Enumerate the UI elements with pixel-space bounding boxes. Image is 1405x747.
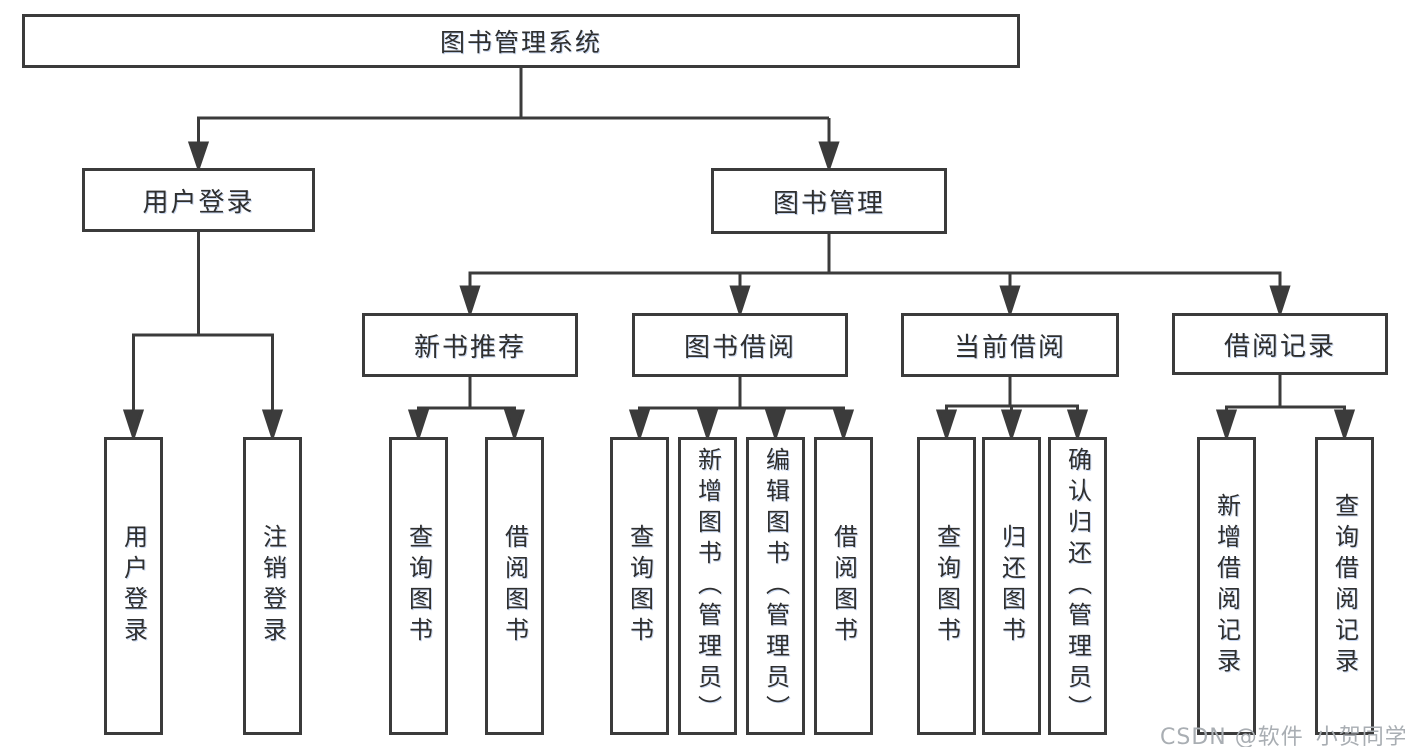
leaf-edit-book-admin-label: 编辑图书（管理员） bbox=[761, 446, 790, 726]
leaf-return-book-label: 归还图书 bbox=[997, 524, 1026, 648]
leaf-query-borrow-record: 查询借阅记录 bbox=[1315, 437, 1374, 735]
leaf-query-books-recommend-label: 查询图书 bbox=[404, 524, 433, 648]
leaf-query-books-borrow: 查询图书 bbox=[610, 437, 669, 735]
leaf-borrow-books-borrow: 借阅图书 bbox=[814, 437, 873, 735]
connector-user-login-branch bbox=[122, 231, 284, 442]
leaf-add-borrow-record: 新增借阅记录 bbox=[1197, 437, 1256, 735]
leaf-logout: 注销登录 bbox=[243, 437, 302, 735]
node-book-borrowing-label: 图书借阅 bbox=[683, 332, 796, 363]
leaf-user-login: 用户登录 bbox=[104, 437, 163, 735]
leaf-confirm-return-admin-label: 确认归还（管理员） bbox=[1063, 446, 1092, 726]
leaf-add-borrow-record-label: 新增借阅记录 bbox=[1212, 493, 1241, 679]
connector-recommend-branch bbox=[407, 376, 526, 442]
node-root-system: 图书管理系统 bbox=[22, 14, 1020, 68]
connector-borrow-branch bbox=[628, 376, 855, 442]
leaf-query-books-recommend: 查询图书 bbox=[389, 437, 448, 735]
leaf-query-books-current: 查询图书 bbox=[917, 437, 976, 735]
connector-root-branch bbox=[187, 67, 840, 173]
connector-current-branch bbox=[935, 376, 1089, 442]
leaf-user-login-label: 用户登录 bbox=[119, 524, 148, 648]
connector-record-branch bbox=[1215, 374, 1356, 442]
connector-book-mgmt-branch bbox=[459, 233, 1291, 318]
leaf-add-book-admin: 新增图书（管理员） bbox=[678, 437, 737, 735]
node-book-management-label: 图书管理 bbox=[772, 188, 885, 219]
leaf-logout-label: 注销登录 bbox=[258, 524, 287, 648]
node-current-borrowing-label: 当前借阅 bbox=[953, 332, 1066, 363]
node-book-borrowing: 图书借阅 bbox=[632, 313, 848, 377]
node-new-book-recommend: 新书推荐 bbox=[362, 313, 578, 377]
node-user-login: 用户登录 bbox=[82, 168, 315, 232]
node-borrow-records-label: 借阅记录 bbox=[1223, 331, 1336, 362]
leaf-query-books-current-label: 查询图书 bbox=[932, 524, 961, 648]
leaf-return-book: 归还图书 bbox=[982, 437, 1041, 735]
leaf-borrow-books-recommend: 借阅图书 bbox=[485, 437, 544, 735]
csdn-watermark: CSDN @软件_小贺同学 bbox=[1160, 725, 1405, 747]
node-root-label: 图书管理系统 bbox=[439, 28, 602, 57]
node-book-management: 图书管理 bbox=[711, 168, 947, 234]
leaf-add-book-admin-label: 新增图书（管理员） bbox=[693, 446, 722, 726]
leaf-borrow-books-borrow-label: 借阅图书 bbox=[829, 524, 858, 648]
leaf-query-borrow-record-label: 查询借阅记录 bbox=[1330, 493, 1359, 679]
node-user-login-label: 用户登录 bbox=[142, 187, 255, 218]
leaf-borrow-books-recommend-label: 借阅图书 bbox=[500, 524, 529, 648]
node-current-borrowing: 当前借阅 bbox=[901, 313, 1119, 377]
leaf-confirm-return-admin: 确认归还（管理员） bbox=[1048, 437, 1107, 735]
leaf-query-books-borrow-label: 查询图书 bbox=[625, 524, 654, 648]
node-new-book-recommend-label: 新书推荐 bbox=[413, 332, 526, 363]
leaf-edit-book-admin: 编辑图书（管理员） bbox=[746, 437, 805, 735]
node-borrow-records: 借阅记录 bbox=[1172, 313, 1388, 375]
